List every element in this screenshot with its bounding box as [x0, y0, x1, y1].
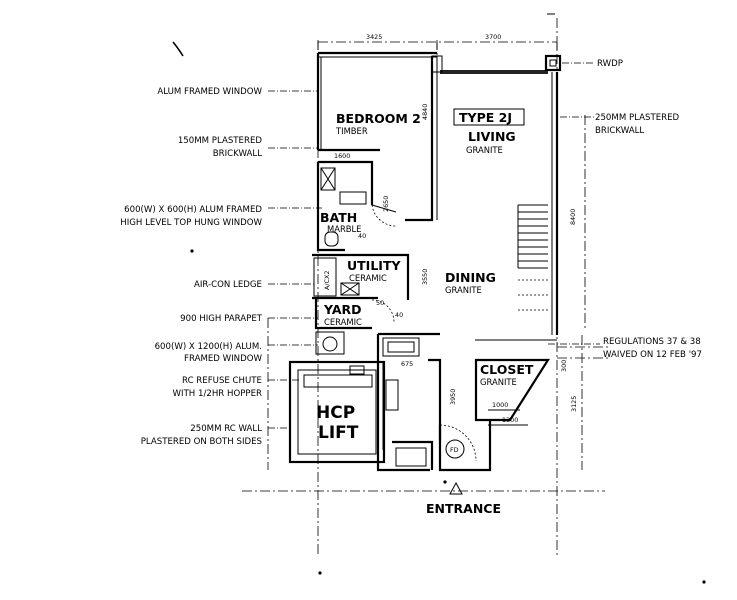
dim-bath-width: 1600	[334, 152, 350, 160]
label-wall250-line2: BRICKWALL	[595, 126, 644, 136]
label-regulations-line1: REGULATIONS 37 & 38	[603, 337, 701, 347]
room-labels: BEDROOM 2 TIMBER TYPE 2J LIVING GRANITE …	[316, 108, 534, 454]
label-rwdp: RWDP	[597, 59, 623, 69]
label-hl-window-line2: HIGH LEVEL TOP HUNG WINDOW	[120, 218, 262, 228]
dim-dining-depth: 3550	[421, 269, 429, 285]
dim-utility-door: 50	[376, 299, 384, 307]
label-alum-window: ALUM FRAMED WINDOW	[157, 87, 262, 97]
entrance-arrow-icon	[449, 481, 463, 495]
right-callouts: RWDP 250MM PLASTERED BRICKWALL REGULATIO…	[595, 59, 702, 360]
dim-right-depth: 8400	[569, 209, 577, 225]
dim-bath-door: 40	[358, 232, 366, 240]
label-wall150-line2: BRICKWALL	[213, 149, 262, 159]
dim-closet-w1: 1000	[492, 401, 508, 409]
label-wall250-line1: 250MM PLASTERED	[595, 113, 680, 123]
label-rcwall-line2: PLASTERED ON BOTH SIDES	[141, 437, 262, 447]
room-dining-material: GRANITE	[445, 285, 482, 295]
dim-closet-height: 300	[560, 360, 568, 372]
stair-treads	[517, 204, 548, 311]
scan-marks	[172, 13, 706, 584]
dim-closet-right: 3125	[570, 396, 578, 412]
label-alum-window2-line1: 600(W) X 1200(H) ALUM.	[155, 342, 262, 352]
label-hl-window-line1: 600(W) X 600(H) ALUM FRAMED	[124, 205, 262, 215]
label-aircon-ledge: AIR-CON LEDGE	[194, 280, 262, 290]
label-regulations-line2: WAIVED ON 12 FEB '97	[603, 350, 702, 360]
label-parapet: 900 HIGH PARAPET	[180, 314, 263, 324]
room-living-material: GRANITE	[466, 145, 503, 155]
unit-type: TYPE 2J	[459, 110, 512, 125]
walls	[288, 51, 562, 472]
room-bath-material: MARBLE	[327, 224, 361, 234]
dimension-labels: 4840 1600 2650 3550 8400 3950 300 3125 1…	[334, 104, 578, 424]
left-callouts: ALUM FRAMED WINDOW 150MM PLASTERED BRICK…	[120, 87, 262, 447]
room-living: LIVING	[468, 129, 516, 144]
room-dining: DINING	[445, 270, 496, 285]
room-closet: CLOSET	[480, 362, 534, 377]
label-aircon: A/CX2	[323, 271, 331, 290]
room-utility-material: CERAMIC	[349, 273, 387, 283]
room-bedroom2-material: TIMBER	[335, 126, 368, 136]
room-closet-material: GRANITE	[480, 377, 517, 387]
label-alum-window2-line2: FRAMED WINDOW	[184, 354, 262, 364]
room-utility: UTILITY	[347, 258, 401, 273]
floor-drain-label: FD	[450, 446, 459, 454]
lift-label-line2: LIFT	[318, 423, 359, 443]
dim-corridor: 675	[401, 360, 413, 368]
entrance-label: ENTRANCE	[426, 501, 501, 516]
grid-lines	[242, 18, 610, 555]
lift-label-line1: HCP	[316, 403, 355, 423]
room-bedroom2: BEDROOM 2	[336, 111, 421, 126]
leader-lines	[268, 62, 600, 429]
label-refuse-line2: WITH 1/2HR HOPPER	[173, 389, 262, 399]
label-refuse-line1: RC REFUSE CHUTE	[182, 376, 262, 386]
room-yard-material: CERAMIC	[324, 317, 362, 327]
dim-bed-depth: 4840	[421, 104, 429, 120]
label-rcwall-line1: 250MM RC WALL	[190, 424, 262, 434]
room-bath: BATH	[320, 210, 357, 225]
label-wall150-line1: 150MM PLASTERED	[178, 136, 263, 146]
dim-yard-door: 40	[395, 311, 403, 319]
dim-bath-depth: 2650	[382, 196, 390, 212]
dim-top-right: 3700	[485, 33, 501, 41]
dim-top-left: 3425	[366, 33, 382, 41]
top-dimensions: 3425 3700	[317, 33, 558, 50]
dim-closet-w2: 1300	[502, 416, 518, 424]
dim-lower-depth: 3950	[449, 389, 457, 405]
entrance-marker: ENTRANCE	[426, 481, 501, 516]
room-yard: YARD	[323, 302, 362, 317]
